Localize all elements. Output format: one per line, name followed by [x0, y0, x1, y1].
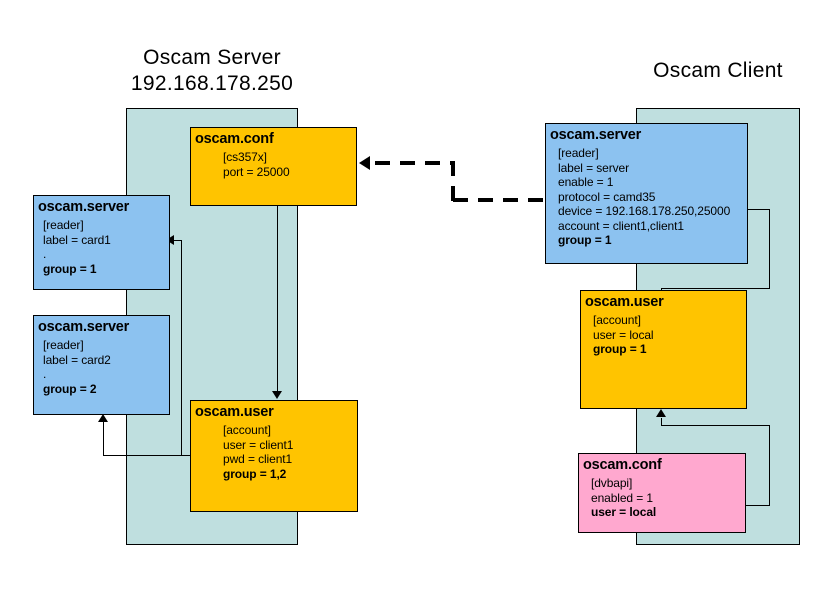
box-client-oscam-conf-body: [dvbapi] enabled = 1 user = local [579, 476, 745, 520]
arrowhead-dashed-to-oscam-conf [359, 156, 370, 170]
line-account: account = client1,client1 [558, 218, 684, 233]
box-server-oscam-server-card1[interactable]: oscam.server [reader] label = card1 . gr… [33, 195, 170, 290]
connector-client-server-out-vertical [769, 209, 770, 289]
box-client-oscam-user-body: [account] user = local group = 1 [581, 313, 746, 357]
line-section: [account] [593, 313, 641, 327]
line-section: [reader] [43, 218, 84, 232]
box-client-oscam-server[interactable]: oscam.server [reader] label = server ena… [545, 123, 748, 264]
line-group: group = 1 [43, 261, 97, 276]
dashed-link-lower-segment [453, 198, 546, 202]
arrowhead-user-to-card2 [98, 414, 108, 422]
line-device: device = 192.168.178.250,25000 [558, 204, 731, 218]
line-group: group = 1 [593, 342, 647, 356]
arrowhead-client-conf-to-user [656, 409, 666, 417]
line-section: [dvbapi] [591, 476, 633, 490]
box-client-oscam-server-title: oscam.server [550, 127, 642, 143]
box-server-oscam-server-card2-body: [reader] label = card2 . group = 2 [34, 338, 169, 396]
line-group: group = 1,2 [223, 466, 287, 481]
line-ellipsis: . [43, 247, 47, 261]
line-user: user = local [591, 505, 657, 519]
box-client-oscam-conf[interactable]: oscam.conf [dvbapi] enabled = 1 user = l… [578, 453, 746, 533]
connector-conf-to-user-vertical [277, 206, 278, 392]
dashed-link-riser [451, 161, 455, 201]
box-server-oscam-server-card1-body: [reader] label = card1 . group = 1 [34, 218, 169, 276]
line-user: user = client1 [223, 437, 294, 452]
connector-user-to-card1-horizontal [174, 240, 182, 241]
client-title-name: Oscam Client [653, 59, 783, 82]
line-section: [reader] [43, 338, 84, 352]
line-pwd: pwd = client1 [223, 452, 293, 466]
connector-client-conf-to-user-vertical [661, 418, 662, 426]
box-client-oscam-conf-title: oscam.conf [583, 457, 662, 473]
connector-client-conf-to-user-horizontal [661, 425, 770, 426]
line-user: user = local [593, 327, 654, 342]
line-label: label = card2 [43, 352, 111, 367]
line-port: port = 25000 [223, 164, 290, 179]
box-client-oscam-user[interactable]: oscam.user [account] user = local group … [580, 290, 747, 409]
line-section: [cs357x] [223, 150, 267, 164]
box-client-oscam-server-body: [reader] label = server enable = 1 proto… [546, 146, 747, 248]
box-server-oscam-server-card1-title: oscam.server [38, 199, 130, 215]
line-label: label = server [558, 160, 629, 175]
line-section: [reader] [558, 146, 599, 160]
server-subtitle: 192.168.178.250 [118, 71, 306, 97]
connector-user-trunk-horizontal [103, 455, 191, 456]
connector-client-conf-out-horizontal [746, 505, 770, 506]
dashed-link-upper-segment [375, 161, 453, 165]
line-protocol: protocol = camd35 [558, 189, 656, 204]
line-section: [account] [223, 423, 271, 437]
box-server-oscam-server-card2-title: oscam.server [38, 319, 130, 335]
line-group: group = 1 [558, 233, 612, 247]
box-server-oscam-user[interactable]: oscam.user [account] user = client1 pwd … [190, 400, 358, 512]
line-label: label = card1 [43, 232, 111, 247]
box-server-oscam-server-card2[interactable]: oscam.server [reader] label = card2 . gr… [33, 315, 170, 415]
box-server-oscam-conf-body: [cs357x] port = 25000 [191, 150, 356, 179]
line-enabled: enabled = 1 [591, 490, 653, 505]
arrowhead-user-to-card1 [166, 235, 174, 245]
arrowhead-conf-to-user [272, 391, 282, 399]
server-title-name: Oscam Server [143, 46, 281, 69]
connector-client-conf-out-vertical [769, 425, 770, 506]
connector-client-server-to-user-horizontal [661, 288, 770, 289]
line-group: group = 2 [43, 381, 97, 396]
connector-user-to-card2-vertical [103, 422, 104, 456]
box-server-oscam-conf-title: oscam.conf [195, 131, 274, 147]
line-ellipsis: . [43, 367, 47, 381]
box-client-oscam-user-title: oscam.user [585, 294, 664, 310]
client-title: Oscam Client [636, 58, 800, 84]
box-server-oscam-user-body: [account] user = client1 pwd = client1 g… [191, 423, 357, 481]
server-ip-address: 192.168.178.250 [130, 72, 294, 95]
box-server-oscam-user-title: oscam.user [195, 404, 274, 420]
line-enable: enable = 1 [558, 175, 614, 189]
connector-user-to-card1-vertical [181, 240, 182, 456]
box-server-oscam-conf[interactable]: oscam.conf [cs357x] port = 25000 [190, 127, 357, 206]
server-title: Oscam Server [128, 45, 296, 71]
connector-client-server-out-horizontal [748, 209, 770, 210]
